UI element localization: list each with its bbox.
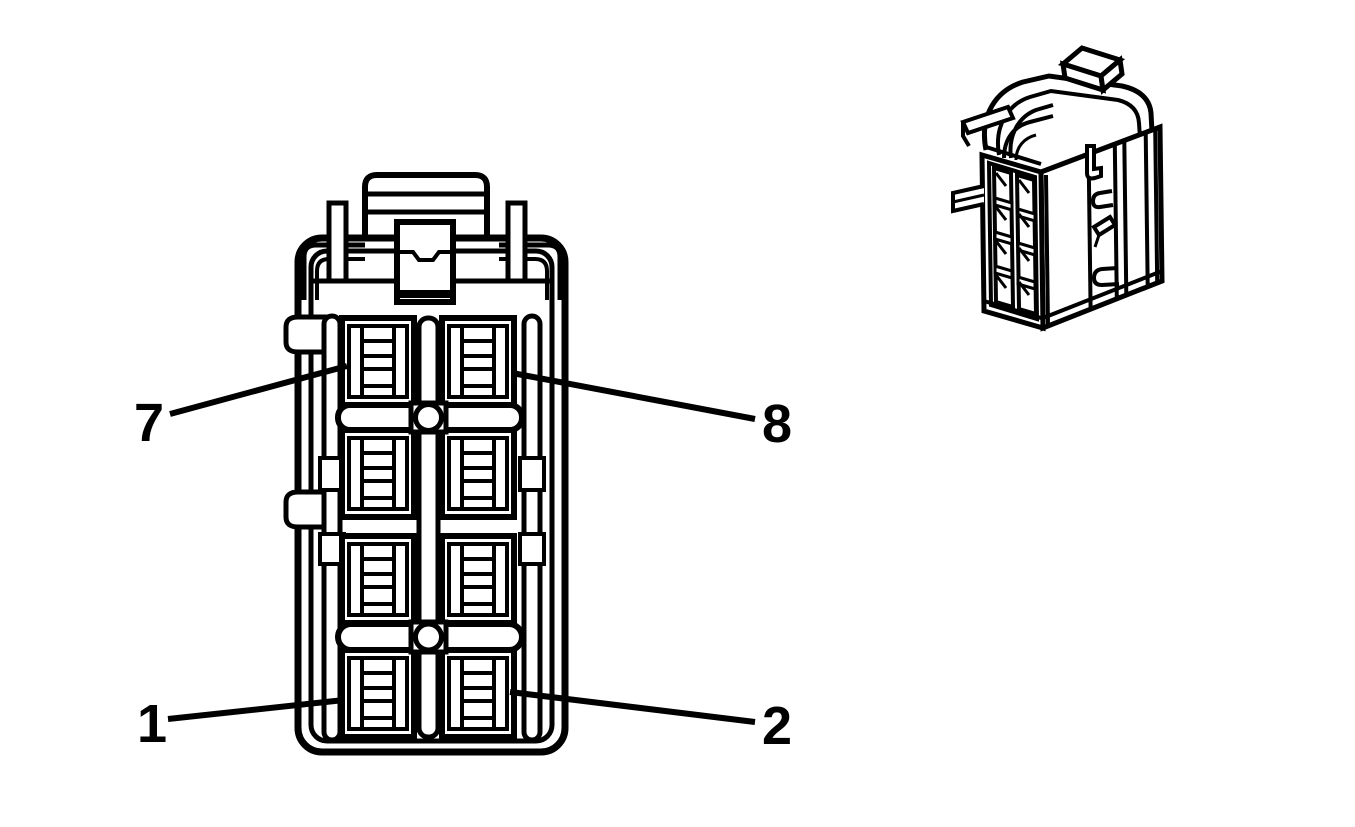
- leader-line-7: [169, 363, 348, 417]
- iso-divider: [993, 263, 1014, 281]
- lock-tab: [362, 172, 490, 240]
- iso-cavity-column-2: [1014, 172, 1039, 317]
- center-rib: [416, 315, 441, 740]
- callouts: 7 8 1 2: [134, 363, 792, 756]
- iso-flange: [960, 104, 1016, 136]
- iso-bottom-chamfer: [1042, 269, 1163, 320]
- latch-band: [399, 290, 453, 298]
- connector-face-view: [283, 172, 569, 756]
- iso-divider: [1016, 240, 1037, 258]
- iso-arch-rim: [985, 145, 1042, 166]
- rail-right: [521, 313, 543, 743]
- rail-latch-right-upper: [518, 456, 546, 492]
- iso-divider: [1016, 274, 1037, 292]
- connector-perspective-view: [951, 45, 1165, 332]
- iso-bottom-rim: [983, 299, 1042, 320]
- guide-post-right: [505, 200, 528, 284]
- leader-line-1: [167, 697, 345, 722]
- leader-line-8: [511, 370, 756, 422]
- callout-label-8: 8: [762, 394, 792, 454]
- iso-side-tab-line: [952, 193, 985, 204]
- iso-divider: [993, 195, 1014, 213]
- bridge-hole-upper: [413, 402, 444, 433]
- iso-face-inner-border: [986, 160, 1040, 322]
- callout-label-2: 2: [762, 696, 792, 756]
- side-bump-lower: [283, 489, 333, 530]
- bridge-hole-lower: [413, 621, 444, 653]
- iso-divider: [993, 229, 1014, 247]
- guide-post-left: [326, 200, 349, 284]
- side-bump-upper: [283, 314, 333, 355]
- ear-right: [499, 242, 563, 300]
- iso-body-side-face: [1038, 123, 1165, 332]
- callout-label-1: 1: [137, 694, 167, 754]
- cavity-1: [342, 650, 414, 737]
- rail-left: [321, 313, 343, 743]
- iso-top-tab-side: [1098, 55, 1125, 95]
- rail-latch-right-lower: [518, 532, 546, 566]
- iso-ridge-line: [1153, 128, 1160, 283]
- cavity-8: [442, 318, 514, 405]
- iso-corner-edge: [1044, 174, 1050, 328]
- iso-ridge-line: [1143, 132, 1150, 287]
- iso-clip-lower: [1091, 266, 1120, 288]
- cavity-7: [342, 318, 414, 405]
- cavity-row3-left: [342, 536, 414, 623]
- iso-hook-top: [1085, 144, 1103, 181]
- iso-cavity-column-1: [991, 165, 1016, 310]
- iso-flange-edge: [961, 122, 971, 148]
- iso-clip-upper: [1090, 189, 1114, 210]
- iso-divider: [1016, 206, 1037, 224]
- ear-right-inner: [499, 257, 549, 300]
- ear-left: [301, 242, 365, 300]
- cavity-row3-right: [442, 536, 514, 623]
- iso-lock-arch-inner: [996, 88, 1142, 156]
- iso-ridge-line: [1122, 140, 1129, 296]
- iso-angled-slot-tail: [1093, 234, 1101, 248]
- cavity-2: [442, 650, 514, 737]
- iso-ridge-line: [1112, 144, 1119, 299]
- cavity-row2-left: [342, 430, 414, 517]
- latch-notch: [400, 250, 450, 262]
- callout-label-7: 7: [134, 393, 164, 453]
- leader-line-2: [509, 689, 756, 725]
- iso-cavity-shading: [994, 172, 1031, 296]
- iso-angled-slot: [1091, 214, 1118, 238]
- cavity-row2-right: [442, 430, 514, 517]
